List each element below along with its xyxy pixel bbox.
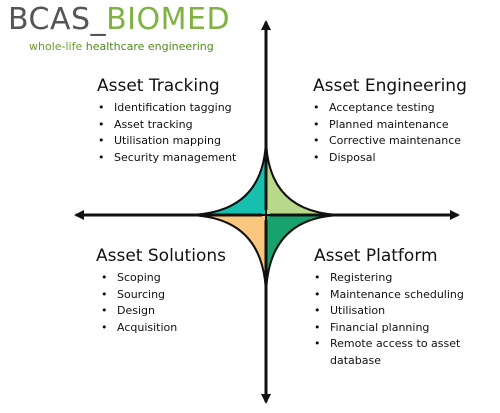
- list-item: Security management: [98, 150, 236, 167]
- list-item: Financial planning: [314, 320, 472, 337]
- tagline-highlight: healthcare engineering: [85, 40, 214, 53]
- list-item: Sourcing: [101, 287, 226, 304]
- logo-text-biomed: BIOMED: [106, 2, 231, 37]
- quadrant-list: Scoping Sourcing Design Acquisition: [101, 270, 226, 336]
- list-item: Planned maintenance: [313, 117, 467, 134]
- quadrant-asset-solutions: Asset Solutions Scoping Sourcing Design …: [96, 246, 226, 336]
- quadrant-list: Registering Maintenance scheduling Utili…: [314, 270, 472, 369]
- quadrant-asset-platform: Asset Platform Registering Maintenance s…: [314, 246, 472, 369]
- quadrant-title: Asset Tracking: [97, 76, 220, 96]
- list-item: Scoping: [101, 270, 226, 287]
- logo-tagline: whole-life healthcare engineering: [29, 40, 214, 53]
- list-item: Registering: [314, 270, 472, 287]
- list-item: Utilisation: [314, 303, 472, 320]
- quadrant-list: Acceptance testing Planned maintenance C…: [313, 100, 467, 166]
- quadrant-title: Asset Solutions: [96, 246, 226, 266]
- list-item: Asset tracking: [98, 117, 236, 134]
- list-item: Acquisition: [101, 320, 226, 337]
- list-item: Remote access to asset database: [314, 336, 472, 369]
- quadrant-title: Asset Platform: [314, 246, 438, 266]
- list-item: Corrective maintenance: [313, 133, 467, 150]
- list-item: Acceptance testing: [313, 100, 467, 117]
- list-item: Maintenance scheduling: [314, 287, 472, 304]
- list-item: Disposal: [313, 150, 467, 167]
- logo-text-bcas: BCAS_: [8, 2, 107, 37]
- logo: BCAS_BIOMED: [8, 4, 230, 36]
- list-item: Design: [101, 303, 226, 320]
- tagline-prefix: whole-life: [29, 40, 86, 53]
- quadrant-title: Asset Engineering: [313, 76, 467, 96]
- quadrant-asset-tracking: Asset Tracking Identification tagging As…: [97, 76, 236, 166]
- quadrant-list: Identification tagging Asset tracking Ut…: [98, 100, 236, 166]
- list-item: Utilisation mapping: [98, 133, 236, 150]
- quadrant-asset-engineering: Asset Engineering Acceptance testing Pla…: [313, 76, 467, 166]
- list-item: Identification tagging: [98, 100, 236, 117]
